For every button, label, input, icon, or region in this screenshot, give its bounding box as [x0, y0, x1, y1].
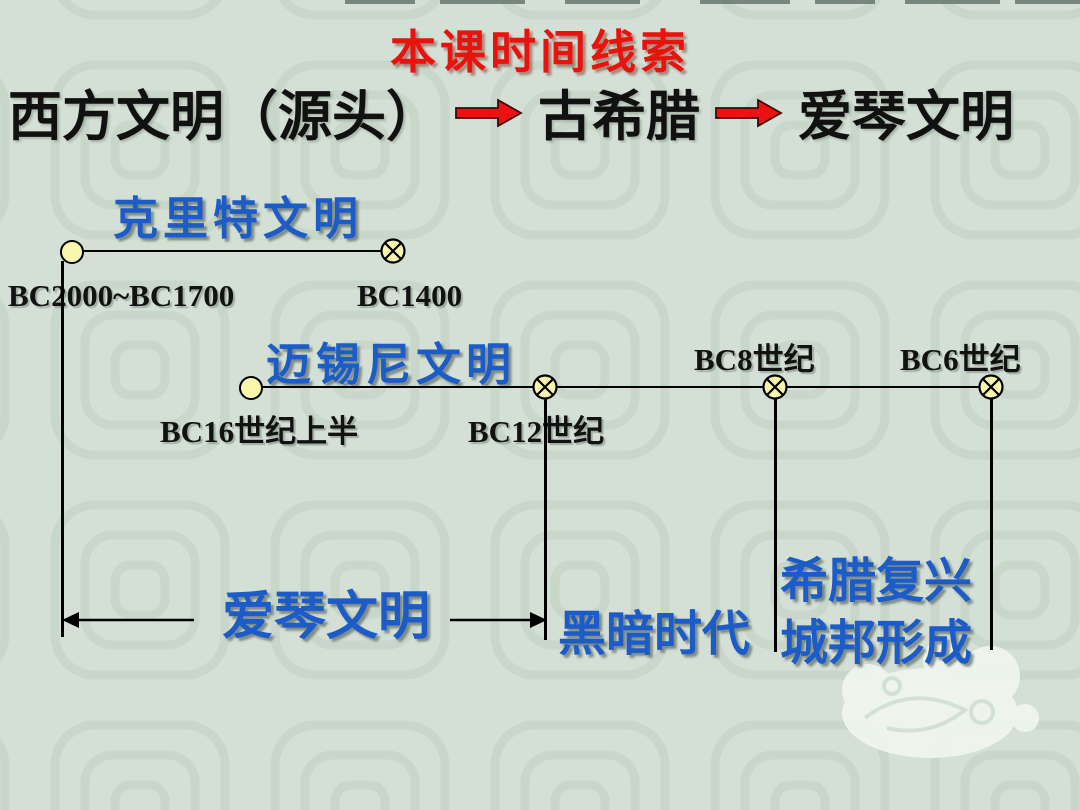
dark-age-label: 黑暗时代 — [558, 608, 751, 661]
cloud-ornament-icon — [842, 638, 1039, 758]
bc12-vertical-line — [544, 398, 547, 640]
mycenae-civilization-label: 迈锡尼文明 — [266, 340, 517, 390]
mycenae-timeline-line — [250, 386, 991, 388]
crete-end-date: BC1400 — [357, 278, 463, 313]
red-arrow-icon — [714, 80, 784, 142]
heading-aegean-civilization: 爱琴文明 — [798, 86, 1014, 147]
crete-timeline-line — [71, 250, 393, 252]
aegean-span-left-line — [61, 261, 64, 637]
heading-row: 西方文明（源头） 古希腊 爱琴文明 — [8, 80, 1072, 147]
timeline-start-dot-icon — [239, 376, 263, 400]
bc8-century-date: BC8世纪 — [694, 342, 815, 377]
aegean-period-label: 爱琴文明 — [222, 589, 431, 646]
heading-ancient-greece: 古希腊 — [538, 86, 700, 147]
greek-revival-label: 希腊复兴 — [780, 555, 973, 608]
mycenae-start-date: BC16世纪上半 — [160, 414, 359, 449]
city-state-formation-label: 城邦形成 — [780, 617, 973, 670]
double-headed-arrow-icon — [62, 612, 547, 628]
crete-start-date: BC2000~BC1700 — [8, 278, 235, 313]
mycenae-end-date: BC12世纪 — [468, 414, 605, 449]
timeline-start-dot-icon — [60, 240, 84, 264]
slide-title: 本课时间线索 — [390, 27, 690, 78]
heading-western-civilization: 西方文明（源头） — [8, 86, 440, 147]
crete-civilization-label: 克里特文明 — [113, 194, 364, 244]
bc6-vertical-line — [990, 398, 993, 650]
red-arrow-icon — [454, 80, 524, 142]
circled-x-icon — [380, 238, 406, 264]
circled-x-icon — [978, 374, 1004, 400]
bc6-century-date: BC6世纪 — [900, 342, 1021, 377]
bc8-vertical-line — [774, 398, 777, 652]
circled-x-icon — [762, 374, 788, 400]
circled-x-icon — [532, 374, 558, 400]
